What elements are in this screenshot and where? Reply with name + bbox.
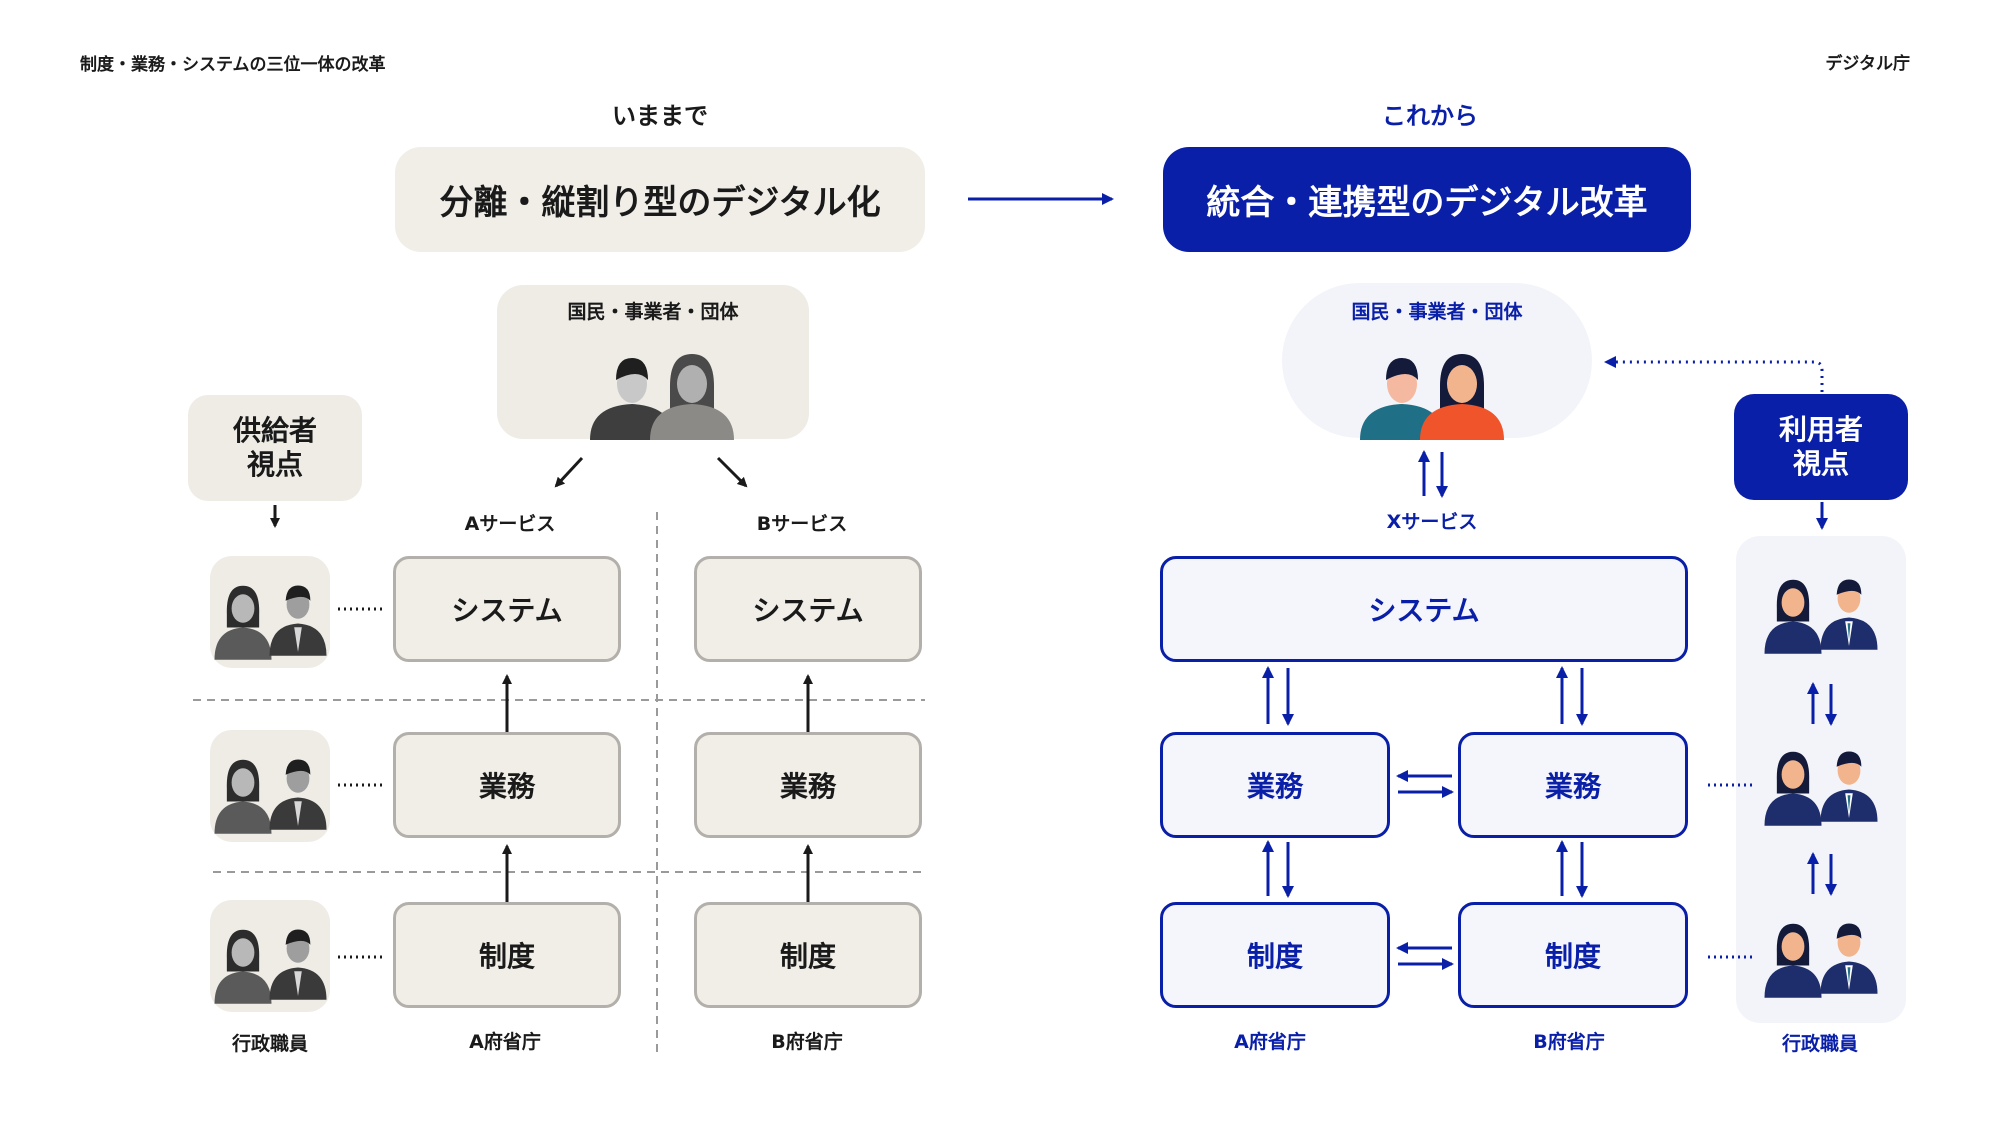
- ministry-b-label-new: B府省庁: [1533, 1030, 1605, 1053]
- a-business-box: 業務: [393, 732, 621, 838]
- service-a-label: Aサービス: [464, 512, 556, 535]
- org-name: デジタル庁: [1825, 54, 1910, 74]
- b-rule-box: 制度: [694, 902, 922, 1008]
- a-business-box-new: 業務: [1160, 732, 1390, 838]
- ministry-b-label: B府省庁: [771, 1030, 843, 1053]
- ministry-a-label-new: A府省庁: [1234, 1030, 1306, 1053]
- b-system-box: システム: [694, 556, 922, 662]
- user-perspective: 利用者 視点: [1734, 394, 1908, 500]
- before-pill: 分離・縦割り型のデジタル化: [395, 147, 925, 252]
- a-system-box: システム: [393, 556, 621, 662]
- a-rule-box-new: 制度: [1160, 902, 1390, 1008]
- after-title: これから: [1382, 101, 1478, 130]
- service-b-label: Bサービス: [756, 512, 848, 535]
- after-pill: 統合・連携型のデジタル改革: [1163, 147, 1691, 252]
- staff-label-right: 行政職員: [1781, 1032, 1858, 1055]
- staff-column-bg: [1736, 536, 1906, 1023]
- b-business-box: 業務: [694, 732, 922, 838]
- staff-label-left: 行政職員: [231, 1032, 308, 1055]
- x-system-box: システム: [1160, 556, 1688, 662]
- a-rule-box: 制度: [393, 902, 621, 1008]
- supplier-perspective: 供給者 視点: [188, 395, 362, 501]
- b-business-box-new: 業務: [1458, 732, 1688, 838]
- before-citizens-label: 国民・事業者・団体: [567, 300, 739, 323]
- header-subtitle: 制度・業務・システムの三位一体の改革: [80, 55, 386, 75]
- ministry-a-label: A府省庁: [469, 1030, 541, 1053]
- b-rule-box-new: 制度: [1458, 902, 1688, 1008]
- before-title: いままで: [612, 101, 708, 130]
- service-x-label: Xサービス: [1386, 510, 1478, 533]
- after-citizens-label: 国民・事業者・団体: [1351, 300, 1523, 323]
